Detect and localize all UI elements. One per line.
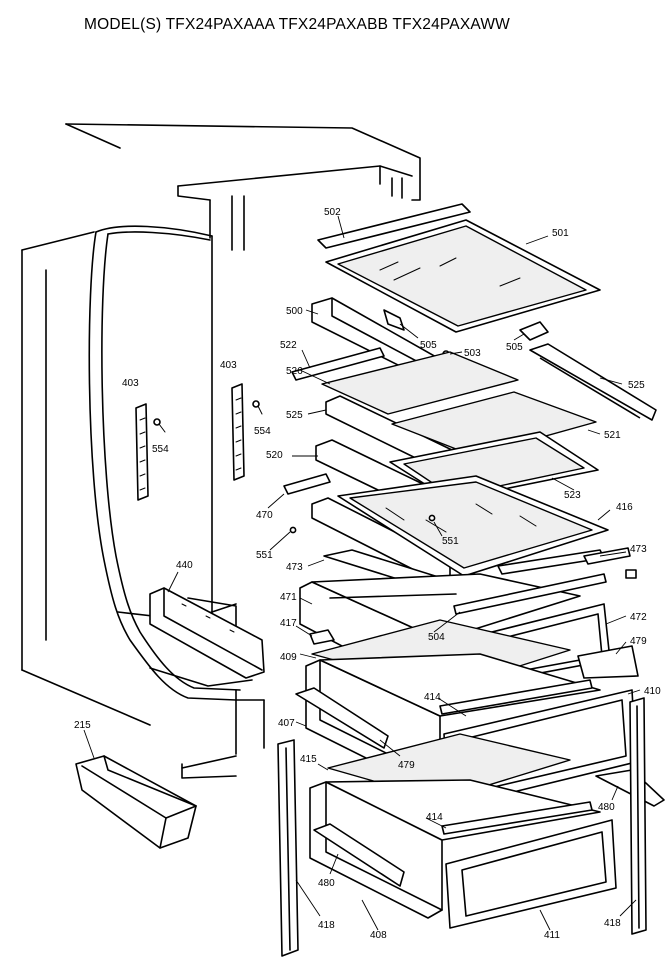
callout-414: 414 bbox=[424, 692, 441, 703]
callout-480: 480 bbox=[598, 802, 615, 813]
callout-505: 505 bbox=[420, 340, 437, 351]
callout-479: 479 bbox=[630, 636, 647, 647]
callout-472: 472 bbox=[630, 612, 647, 623]
callout-415: 415 bbox=[300, 754, 317, 765]
cover-440 bbox=[149, 587, 265, 679]
callout-504: 504 bbox=[428, 632, 445, 643]
callout-505: 505 bbox=[506, 342, 523, 353]
callout-410: 410 bbox=[644, 686, 661, 697]
vertical-rail-right bbox=[629, 697, 647, 935]
cabinet-liner bbox=[21, 123, 421, 779]
callout-417: 417 bbox=[280, 618, 297, 629]
callout-551: 551 bbox=[442, 536, 459, 547]
callout-480: 480 bbox=[318, 878, 335, 889]
screw-554-left bbox=[153, 418, 166, 433]
callout-403: 403 bbox=[220, 360, 237, 371]
shelf-assembly-middle bbox=[283, 431, 609, 581]
shelf-assembly-top bbox=[291, 203, 657, 469]
shelf-ladder-left bbox=[135, 403, 149, 501]
callout-521: 521 bbox=[604, 430, 621, 441]
callout-418: 418 bbox=[604, 918, 621, 929]
screw-554-right bbox=[252, 400, 263, 415]
bin-215 bbox=[75, 755, 197, 849]
callout-479: 479 bbox=[398, 760, 415, 771]
callout-414: 414 bbox=[426, 812, 443, 823]
shelf-ladder-right bbox=[231, 383, 245, 481]
callout-501: 501 bbox=[552, 228, 569, 239]
callout-525: 525 bbox=[628, 380, 645, 391]
leader-lines bbox=[83, 215, 641, 931]
callout-554: 554 bbox=[254, 426, 271, 437]
callout-215: 215 bbox=[74, 720, 91, 731]
callout-502: 502 bbox=[324, 207, 341, 218]
callout-407: 407 bbox=[278, 718, 295, 729]
callout-473: 473 bbox=[286, 562, 303, 573]
callout-470: 470 bbox=[256, 510, 273, 521]
crisper-lower bbox=[309, 769, 665, 929]
callout-523: 523 bbox=[564, 490, 581, 501]
callout-525: 525 bbox=[286, 410, 303, 421]
callout-522: 522 bbox=[280, 340, 297, 351]
callout-551: 551 bbox=[256, 550, 273, 561]
models-title: MODEL(S) TFX24PAXAAA TFX24PAXABB TFX24PA… bbox=[84, 16, 510, 33]
callout-440: 440 bbox=[176, 560, 193, 571]
callout-409: 409 bbox=[280, 652, 297, 663]
callout-503: 503 bbox=[464, 348, 481, 359]
callout-418: 418 bbox=[318, 920, 335, 931]
callout-500: 500 bbox=[286, 306, 303, 317]
callout-473: 473 bbox=[630, 544, 647, 555]
callout-labels: 502 501 500 505 503 505 522 525 526 525 … bbox=[74, 207, 661, 941]
vertical-rail-left bbox=[277, 739, 299, 957]
callout-403: 403 bbox=[122, 378, 139, 389]
callout-471: 471 bbox=[280, 592, 297, 603]
callout-520: 520 bbox=[266, 450, 283, 461]
callout-408: 408 bbox=[370, 930, 387, 941]
callout-554: 554 bbox=[152, 444, 169, 455]
callout-411: 411 bbox=[544, 930, 560, 941]
callout-416: 416 bbox=[616, 502, 633, 513]
callout-526: 526 bbox=[286, 366, 303, 377]
